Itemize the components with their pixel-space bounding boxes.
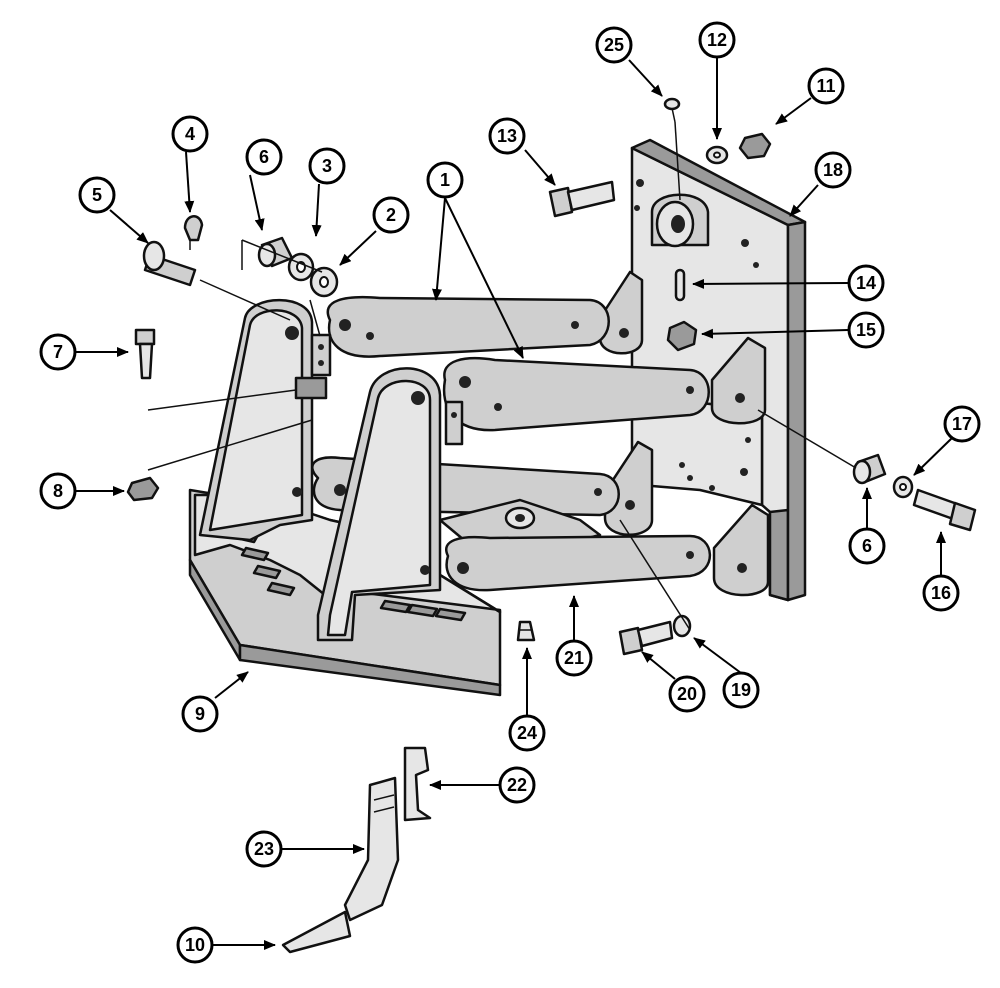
- shank-23: [343, 776, 400, 922]
- callout-17: 17: [943, 405, 981, 443]
- callout-1: 1: [426, 161, 464, 199]
- fitting-24: [516, 620, 536, 642]
- plate-boss: [650, 193, 710, 248]
- alignment-lines: [147, 121, 857, 631]
- lower-link-front: [445, 534, 712, 592]
- callout-label: 19: [731, 680, 751, 700]
- callout-12: 12: [698, 21, 736, 59]
- callout-21: 21: [555, 639, 593, 677]
- plate-lug-lower-left: [603, 440, 654, 536]
- bracket-side-plate-front: [316, 367, 442, 642]
- callout-label: 21: [564, 648, 584, 668]
- bolt-25: [663, 97, 681, 123]
- pin-upper-front: [444, 400, 464, 446]
- bushing-6-left: [257, 236, 294, 268]
- callout-13: 13: [488, 117, 526, 155]
- plate-lug-upper-right: [710, 336, 767, 425]
- bolt-20: [618, 620, 674, 656]
- callout-19: 19: [722, 671, 760, 709]
- callout-label: 25: [604, 35, 624, 55]
- callout-25: 25: [595, 26, 633, 64]
- callout-11: 11: [807, 67, 845, 105]
- callout-14: 14: [847, 264, 885, 302]
- bolt-16: [912, 488, 977, 532]
- callout-10: 10: [176, 926, 214, 964]
- lynch-pin-4: [183, 215, 204, 250]
- callout-22: 22: [498, 766, 536, 804]
- nut-11: [738, 132, 772, 160]
- callout-18: 18: [814, 151, 852, 189]
- tip-10: [281, 910, 352, 954]
- callout-label: 6: [259, 147, 269, 167]
- bracket-side-plate-rear: [198, 299, 314, 542]
- washer-19: [672, 614, 692, 638]
- plate-lug-lower-right: [712, 503, 770, 597]
- callout-7: 7: [39, 333, 77, 371]
- callout-3: 3: [308, 147, 346, 185]
- callout-8: 8: [39, 472, 77, 510]
- callout-label: 13: [497, 126, 517, 146]
- callout-label: 14: [856, 273, 876, 293]
- washer-17: [892, 475, 914, 499]
- callout-23: 23: [245, 830, 283, 868]
- upper-link-rear: [326, 295, 610, 358]
- callout-label: 5: [92, 185, 102, 205]
- callout-label: 9: [195, 704, 205, 724]
- pin-5: [142, 240, 197, 287]
- callout-16: 16: [922, 574, 960, 612]
- callout-label: 17: [952, 414, 972, 434]
- spring-pin-14: [674, 268, 686, 302]
- washer-12: [705, 145, 729, 165]
- callout-2: 2: [372, 196, 410, 234]
- bolt-13: [548, 180, 616, 218]
- callout-label: 1: [440, 170, 450, 190]
- callout-label: 10: [185, 935, 205, 955]
- bushing-6-right: [852, 453, 887, 485]
- nut-15: [666, 320, 698, 352]
- callout-6-right: 6: [848, 527, 886, 565]
- callout-label: 12: [707, 30, 727, 50]
- callout-label: 22: [507, 775, 527, 795]
- pin-upper-rear: [310, 333, 332, 377]
- callout-label: 2: [386, 205, 396, 225]
- callout-label: 6: [862, 536, 872, 556]
- callout-label: 16: [931, 583, 951, 603]
- nut-8: [126, 476, 160, 502]
- callout-24: 24: [508, 714, 546, 752]
- callout-label: 3: [322, 156, 332, 176]
- callout-5: 5: [78, 176, 116, 214]
- callout-6-left: 6: [245, 138, 283, 176]
- callout-label: 11: [816, 76, 835, 96]
- washer-2: [309, 266, 339, 298]
- callout-label: 18: [823, 160, 843, 180]
- callout-label: 8: [53, 481, 63, 501]
- callout-20: 20: [668, 675, 706, 713]
- retainer-block: [294, 376, 328, 400]
- callout-label: 7: [53, 342, 63, 362]
- callout-label: 23: [254, 839, 274, 859]
- callout-label: 15: [856, 320, 876, 340]
- callout-leaders: [76, 58, 953, 950]
- shank-22: [403, 746, 432, 822]
- callout-label: 24: [517, 723, 537, 743]
- callout-9: 9: [181, 695, 219, 733]
- callout-15: 15: [847, 311, 885, 349]
- callout-4: 4: [171, 115, 209, 153]
- bolt-7: [134, 328, 156, 380]
- callout-label: 4: [185, 124, 195, 144]
- callout-label: 20: [677, 684, 697, 704]
